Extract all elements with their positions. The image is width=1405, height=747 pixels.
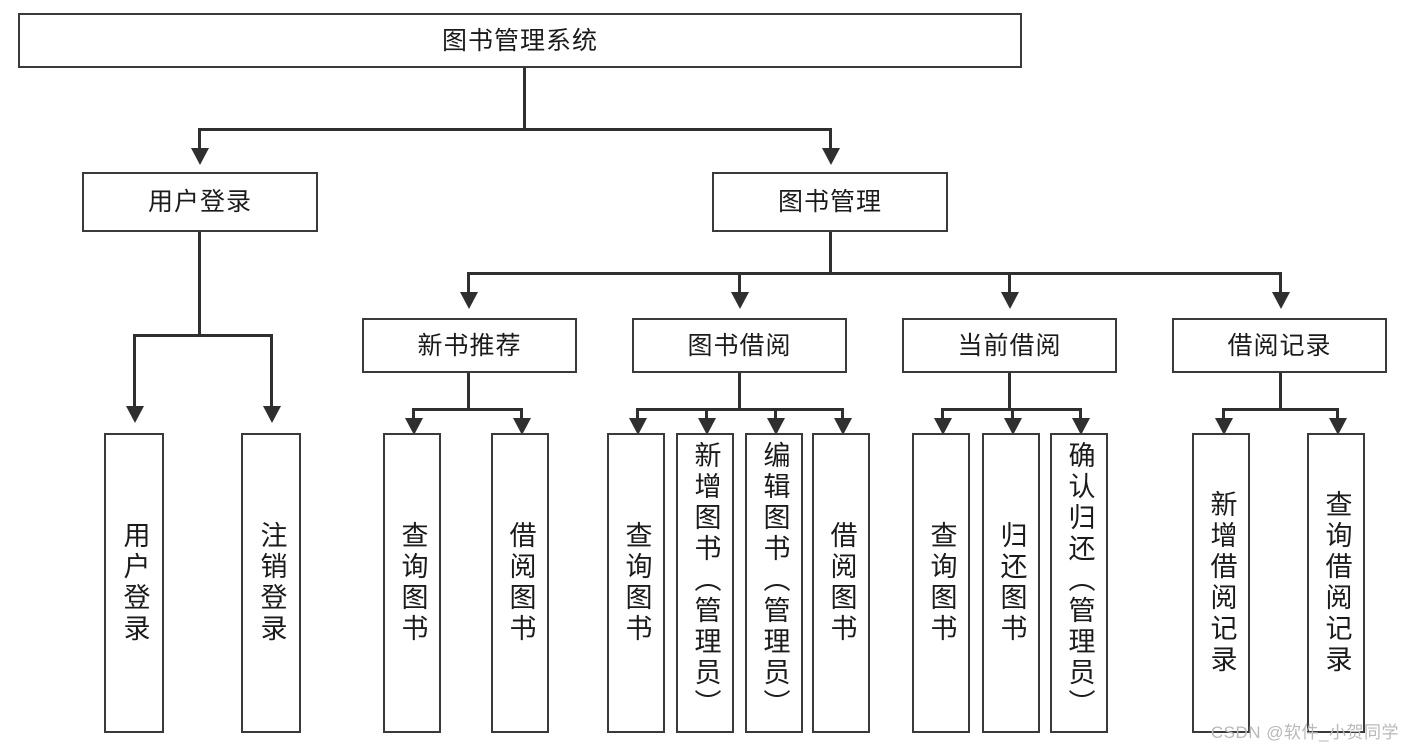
connector-borrow-record-stem	[1279, 373, 1282, 411]
node-user-login[interactable]: 用户登录	[82, 172, 318, 232]
connector-new-book-stem	[467, 373, 470, 411]
arrow-cb-leaf-3	[1072, 418, 1090, 435]
node-label: 归还图书	[996, 521, 1027, 645]
watermark-text: CSDN @软件_小贺同学	[1210, 723, 1399, 742]
connector-level1-bus	[198, 128, 832, 131]
node-label: 图书借阅	[687, 331, 792, 360]
arrow-leaf-logout	[263, 406, 281, 423]
connector-drop-nb-leaf-2	[520, 408, 523, 420]
node-label: 用户登录	[147, 188, 252, 216]
connector-user-login-bus	[133, 334, 272, 337]
connector-drop-bb-leaf-1	[636, 408, 639, 420]
connector-book-borrow-stem	[738, 373, 741, 411]
leaf-nbr-query-book[interactable]: 查询图书	[383, 433, 441, 733]
arrow-book-borrow	[731, 292, 749, 309]
connector-drop-nb-leaf-1	[412, 408, 415, 420]
arrow-br-leaf-2	[1329, 418, 1347, 435]
connector-level3-bus	[467, 272, 1279, 275]
arrow-bb-leaf-1	[629, 418, 647, 435]
leaf-bb-edit-book-admin[interactable]: 编辑图书（管理员）	[745, 433, 803, 733]
arrow-new-book	[460, 292, 478, 309]
node-borrow-record[interactable]: 借阅记录	[1172, 318, 1387, 373]
leaf-cb-confirm-return-admin[interactable]: 确认归还（管理员）	[1050, 433, 1108, 733]
node-label: 图书管理	[777, 188, 882, 216]
connector-drop-book-borrow	[738, 272, 741, 294]
node-book-borrow[interactable]: 图书借阅	[632, 318, 847, 373]
connector-book-management-stem	[829, 232, 832, 274]
connector-new-book-bus	[412, 408, 522, 411]
arrow-cb-leaf-1	[934, 418, 952, 435]
leaf-nbr-borrow-book[interactable]: 借阅图书	[491, 433, 549, 733]
node-label: 借阅图书	[826, 521, 857, 645]
connector-drop-cb-leaf-2	[1011, 408, 1014, 420]
node-label: 查询图书	[926, 521, 957, 645]
node-label: 新增图书（管理员）	[690, 441, 721, 720]
connector-drop-leaf-logout	[270, 334, 273, 408]
node-label: 查询借阅记录	[1321, 490, 1352, 676]
connector-drop-bb-leaf-3	[774, 408, 777, 420]
arrow-current-borrow	[1001, 292, 1019, 309]
connector-drop-new-book	[467, 272, 470, 294]
arrow-bb-leaf-2	[698, 418, 716, 435]
arrow-leaf-user-login	[126, 406, 144, 423]
connector-root-stem	[523, 68, 526, 130]
node-label: 用户登录	[119, 521, 150, 645]
connector-drop-cb-leaf-3	[1079, 408, 1082, 420]
connector-drop-leaf-user-login	[133, 334, 136, 408]
connector-user-login-stem	[198, 232, 201, 336]
node-new-book-recommend[interactable]: 新书推荐	[362, 318, 577, 373]
connector-drop-bb-leaf-4	[841, 408, 844, 420]
connector-drop-user-login	[198, 128, 201, 150]
connector-current-borrow-stem	[1008, 373, 1011, 411]
node-label: 当前借阅	[957, 331, 1062, 360]
arrow-bb-leaf-3	[767, 418, 785, 435]
leaf-cb-return-book[interactable]: 归还图书	[982, 433, 1040, 733]
arrow-user-login	[191, 148, 209, 165]
leaf-cb-query-book[interactable]: 查询图书	[912, 433, 970, 733]
arrow-cb-leaf-2	[1004, 418, 1022, 435]
leaf-logout[interactable]: 注销登录	[241, 433, 301, 733]
connector-drop-cb-leaf-1	[941, 408, 944, 420]
arrow-borrow-record	[1272, 292, 1290, 309]
connector-drop-borrow-record	[1279, 272, 1282, 294]
node-root-book-management-system[interactable]: 图书管理系统	[18, 13, 1022, 68]
node-label: 查询图书	[621, 521, 652, 645]
connector-drop-br-leaf-2	[1336, 408, 1339, 420]
arrow-bb-leaf-4	[834, 418, 852, 435]
leaf-bb-borrow-book[interactable]: 借阅图书	[812, 433, 870, 733]
leaf-bb-query-book[interactable]: 查询图书	[607, 433, 665, 733]
arrow-book-management	[822, 148, 840, 165]
leaf-br-add-record[interactable]: 新增借阅记录	[1192, 433, 1250, 733]
arrow-nb-leaf-2	[513, 418, 531, 435]
node-label: 查询图书	[397, 521, 428, 645]
leaf-br-query-record[interactable]: 查询借阅记录	[1307, 433, 1365, 733]
leaf-bb-add-book-admin[interactable]: 新增图书（管理员）	[676, 433, 734, 733]
arrow-br-leaf-1	[1215, 418, 1233, 435]
node-label: 注销登录	[256, 521, 287, 645]
node-label: 新增借阅记录	[1206, 490, 1237, 676]
node-label: 确认归还（管理员）	[1064, 441, 1095, 720]
connector-drop-bb-leaf-2	[705, 408, 708, 420]
node-label: 借阅图书	[505, 521, 536, 645]
node-label: 编辑图书（管理员）	[759, 441, 790, 720]
connector-book-borrow-bus	[636, 408, 842, 411]
node-label: 图书管理系统	[441, 26, 598, 55]
connector-borrow-record-bus	[1222, 408, 1338, 411]
node-label: 新书推荐	[417, 331, 522, 360]
node-label: 借阅记录	[1227, 331, 1332, 360]
node-current-borrow[interactable]: 当前借阅	[902, 318, 1117, 373]
connector-drop-current-borrow	[1008, 272, 1011, 294]
arrow-nb-leaf-1	[405, 418, 423, 435]
connector-drop-br-leaf-1	[1222, 408, 1225, 420]
leaf-user-login[interactable]: 用户登录	[104, 433, 164, 733]
node-book-management[interactable]: 图书管理	[712, 172, 948, 232]
connector-drop-book-management	[829, 128, 832, 150]
